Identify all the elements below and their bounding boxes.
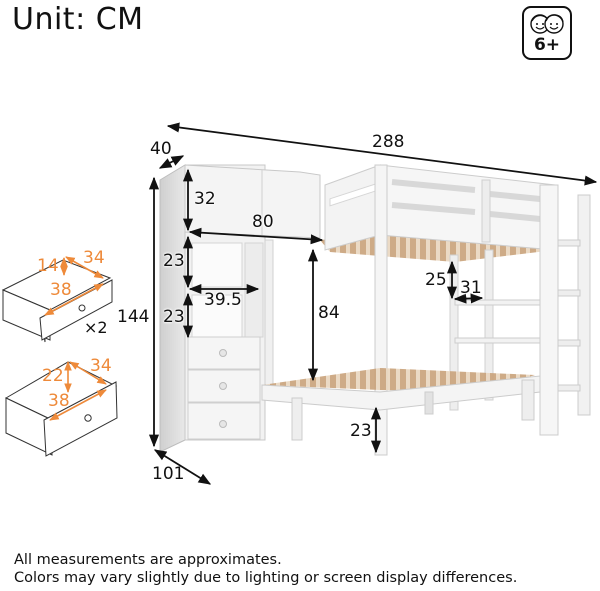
large-drawer-height-label: 22	[42, 366, 64, 386]
lower-bed-leg-height-label: 23	[350, 421, 372, 441]
footer-note-colors: Colors may vary slightly due to lighting…	[14, 570, 518, 586]
small-drawer-depth-label: 34	[83, 248, 105, 268]
page-title: Unit: CM	[12, 2, 144, 37]
shelf-width-label: 39.5	[204, 290, 242, 310]
side-shelves	[454, 299, 551, 344]
ladder	[539, 184, 591, 436]
overall-length-label: 288	[372, 132, 405, 152]
lower-bed-clearance-label: 84	[318, 303, 340, 323]
small-drawer-width-label: 38	[50, 280, 72, 300]
top-cabinet-width-label: 80	[252, 212, 274, 232]
large-drawer-depth-label: 34	[90, 356, 112, 376]
two-kids-faces-icon	[530, 14, 564, 34]
small-drawer-height-label: 14	[37, 256, 59, 276]
large-drawer-width-label: 38	[48, 391, 70, 411]
small-drawer-dimensions	[44, 256, 104, 316]
top-cabinet-height-label: 32	[194, 189, 216, 209]
age-badge: 6+	[522, 6, 572, 60]
large-drawer-dimensions	[49, 361, 107, 421]
footer-note-measurements: All measurements are approximates.	[14, 552, 282, 568]
age-label: 6+	[533, 35, 561, 55]
overall-height-label: 144	[117, 307, 150, 327]
cabinet-depth-label: 40	[150, 139, 172, 159]
dimension-lines	[148, 122, 598, 485]
upper-bed	[320, 164, 556, 456]
shelf-2-height-label: 23	[163, 307, 185, 327]
side-shelf-depth-label: 31	[460, 278, 482, 298]
small-drawer-quantity: ×2	[84, 318, 108, 337]
side-shelf-height-label: 25	[425, 270, 447, 290]
lower-bed	[261, 368, 541, 441]
lower-width-label: 101	[152, 464, 185, 484]
shelf-1-height-label: 23	[163, 251, 185, 271]
